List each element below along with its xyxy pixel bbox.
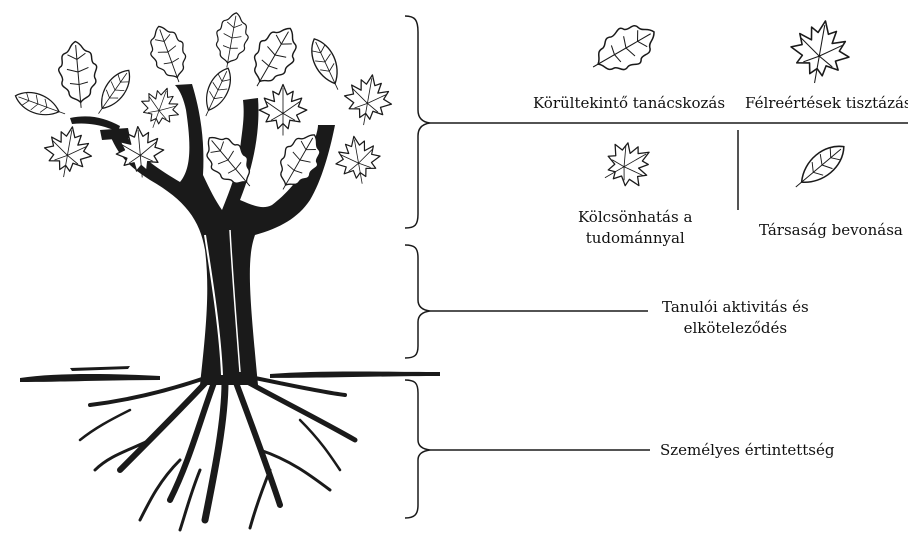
maple-leaf-icon — [786, 16, 855, 88]
trunk — [70, 84, 335, 385]
simple-leaf-icon — [788, 138, 851, 196]
roots — [80, 376, 355, 530]
label-careful-consultation: Körültekintő tanácskozás — [533, 93, 725, 114]
oak-leaf-icon — [583, 14, 664, 84]
label-clarify-misunderstandings: Félreértések tisztázása — [745, 93, 908, 114]
crown-leaves — [12, 10, 396, 198]
label-science-interaction-line2: tudománnyal — [578, 228, 692, 249]
label-student-activity-line2: elköteleződés — [662, 318, 809, 339]
label-science-interaction-line1: Kölcsönhatás a — [578, 207, 692, 228]
label-personal-involvement: Személyes értintettség — [660, 440, 834, 461]
label-society-involvement: Társaság bevonása — [759, 220, 903, 241]
label-student-activity: Tanulói aktivitás és elköteleződés — [662, 297, 809, 339]
label-student-activity-line1: Tanulói aktivitás és — [662, 297, 809, 318]
label-science-interaction: Kölcsönhatás a tudománnyal — [578, 207, 692, 249]
oak-leaf-small-icon — [593, 132, 661, 199]
